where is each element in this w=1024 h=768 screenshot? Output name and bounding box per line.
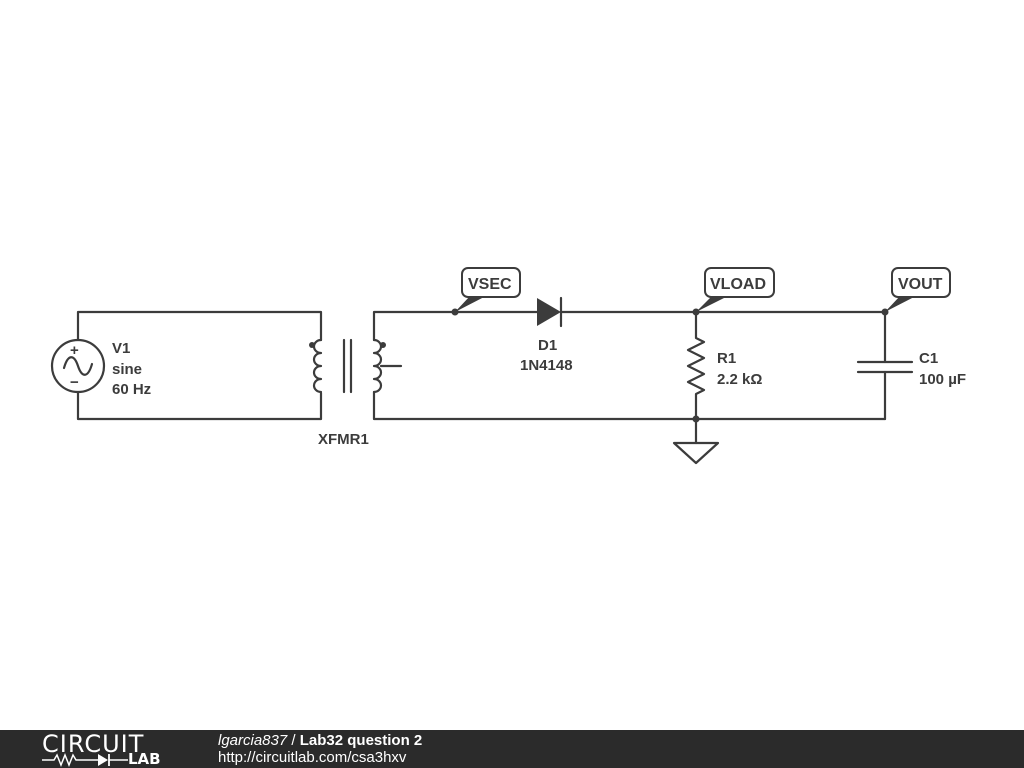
secondary-wires [372,310,887,445]
resistor-r1[interactable] [686,310,706,421]
source-frequency: 60 Hz [112,381,151,398]
diode-d1[interactable] [537,296,563,328]
diode-name: D1 [538,337,557,354]
probe-vsec[interactable]: VSEC [455,267,521,312]
diode-part: 1N4148 [520,357,573,374]
resistor-diode-logo-icon [42,753,128,767]
circuit-url[interactable]: http://circuitlab.com/csa3hxv [218,749,407,766]
capacitor-value: 100 µF [919,371,966,388]
logo-text-circuit: CIRCUIT [42,730,145,758]
footer-bar: CIRCUIT LAB lgarcia837 / Lab32 question … [0,730,1024,768]
transformer-xfmr1[interactable] [309,338,403,394]
probe-vload[interactable]: VLOAD [696,267,775,312]
probe-vload-label: VLOAD [710,276,766,293]
circuit-schematic: + − V1 sine 60 Hz XFMR1 D1 1N4148 R1 2.2… [50,267,966,465]
ground-symbol [672,441,720,465]
transformer-name: XFMR1 [318,431,369,448]
probe-vsec-label: VSEC [468,276,512,293]
resistor-value: 2.2 kΩ [717,371,762,388]
source-plus-sign: + [70,342,79,359]
source-minus-sign: − [70,374,79,391]
voltage-source-v1[interactable]: + − [50,338,106,394]
junction-nodes [451,308,889,423]
resistor-name: R1 [717,350,736,367]
capacitor-name: C1 [919,350,938,367]
circuitlab-logo[interactable]: CIRCUIT LAB [42,732,177,768]
logo-text-lab: LAB [128,750,161,768]
source-type: sine [112,361,142,378]
author-link[interactable]: lgarcia837 [218,732,288,749]
circuit-meta: lgarcia837 / Lab32 question 2 http://cir… [218,732,422,766]
circuit-title[interactable]: Lab32 question 2 [299,732,423,749]
probe-vout[interactable]: VOUT [885,267,951,312]
probe-vout-label: VOUT [898,276,943,293]
title-separator: / [287,732,300,749]
primary-wires [76,310,323,421]
source-name: V1 [112,340,130,357]
capacitor-c1[interactable] [856,360,914,374]
